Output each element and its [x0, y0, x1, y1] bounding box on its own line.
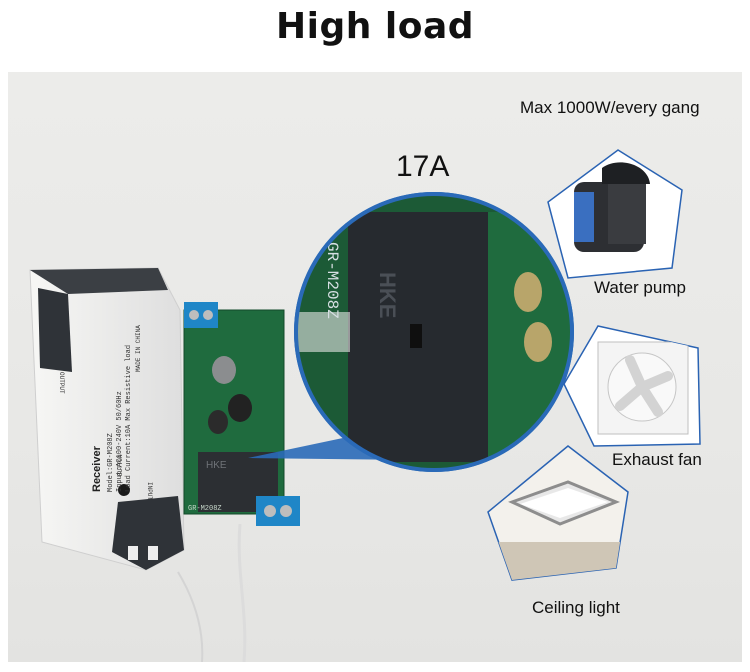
photo-scene: Receiver Model:GR-M208Z Input:AC100-240V…	[29, 149, 701, 662]
case-button-label: BUTTON	[117, 454, 124, 476]
receiver-case	[29, 267, 185, 571]
exhaust-fan-label: Exhaust fan	[612, 450, 702, 469]
case-brand: Receiver	[91, 445, 103, 492]
case-input: Input:AC100-240V 50/60Hz	[116, 391, 124, 492]
current-rating-label: 17A	[396, 150, 450, 183]
case-load: Load Current:10A Max Resistive load	[125, 345, 133, 492]
magnifier: HKE GR-M208Z	[294, 192, 574, 472]
page-title: High load	[275, 6, 475, 47]
exhaust-fan-image	[563, 325, 701, 447]
case-output-label: OUTPUT	[58, 372, 65, 394]
water-pump-label: Water pump	[594, 278, 686, 297]
terminal-block-bottom	[256, 496, 300, 526]
case-origin: MADE IN CHINA	[135, 325, 142, 372]
board-marking-large: GR-M208Z	[323, 242, 341, 319]
case-input-label: INPUT	[146, 482, 153, 500]
case-print: Receiver Model:GR-M208Z Input:AC100-240V…	[91, 325, 142, 492]
relay-marking-small: HKE	[206, 460, 227, 471]
case-model: Model:GR-M208Z	[107, 433, 115, 492]
ceiling-light-label: Ceiling light	[532, 598, 620, 617]
board-marking: GR-M208Z	[188, 505, 222, 513]
max-power-label: Max 1000W/every gang	[520, 98, 700, 117]
cable	[237, 523, 247, 662]
relay-marking-large: HKE	[375, 272, 400, 318]
cable-2	[177, 571, 204, 662]
product-photo: Receiver Model:GR-M208Z Input:AC100-240V…	[8, 72, 742, 662]
water-pump-image	[547, 149, 683, 279]
pcb-board: HKE GR-M208Z	[183, 302, 300, 526]
